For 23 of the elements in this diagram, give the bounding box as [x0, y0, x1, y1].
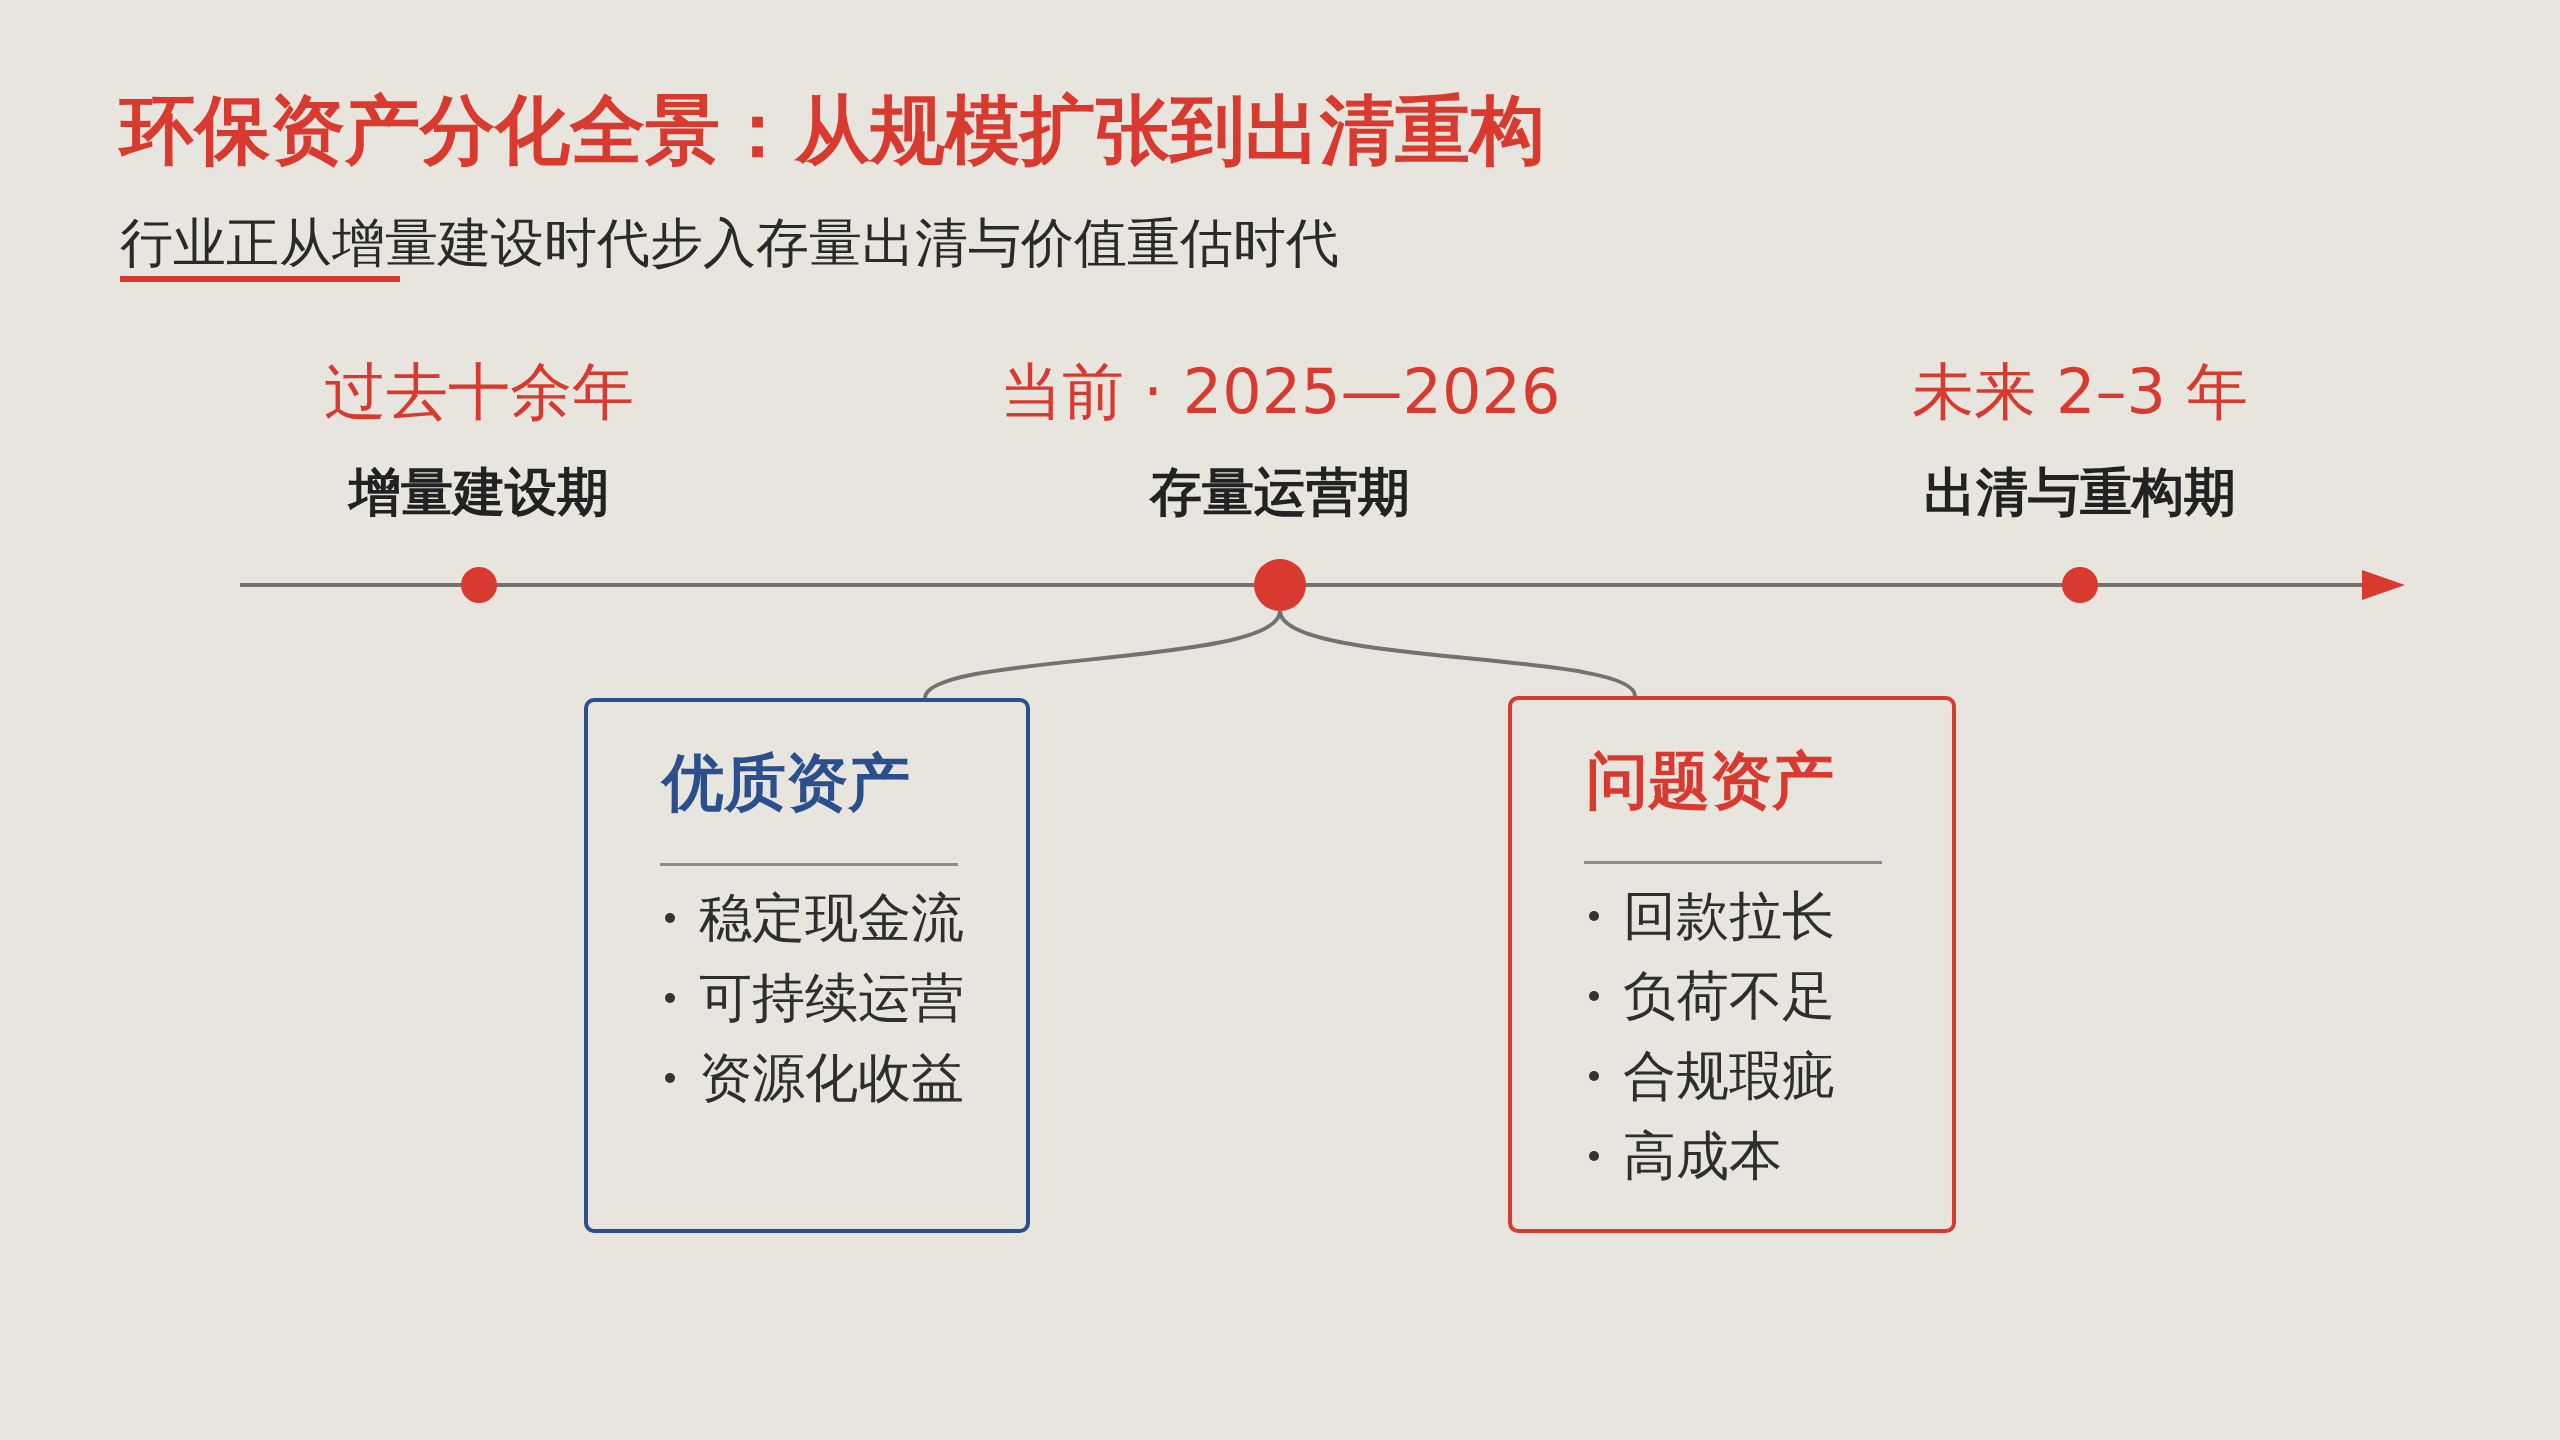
phase-name: 出清与重构期	[1924, 466, 2236, 518]
period-label: 未来 2–3 年	[1912, 361, 2248, 423]
list-item: 高成本	[1623, 1129, 1782, 1183]
phase-name: 存量运营期	[1150, 466, 1410, 518]
card-heading: 问题资产	[1586, 749, 1834, 813]
connector	[1278, 610, 1637, 698]
period-label: 当前 · 2025—2026	[999, 361, 1561, 423]
phase-name: 增量建设期	[349, 466, 609, 518]
list-item: 资源化收益	[699, 1051, 964, 1105]
card-heading: 优质资产	[662, 751, 910, 815]
asset-card	[1508, 696, 1956, 1233]
list-item: 负荷不足	[1623, 969, 1835, 1023]
timeline-dot	[2062, 567, 2098, 603]
timeline-dot	[461, 567, 497, 603]
list-item: 回款拉长	[1623, 889, 1835, 943]
list-item: 合规瑕疵	[1623, 1049, 1835, 1103]
timeline-dot	[1254, 559, 1306, 611]
list-item: 稳定现金流	[699, 891, 964, 945]
asset-card	[584, 698, 1030, 1233]
period-label: 过去十余年	[324, 361, 634, 423]
list-item: 可持续运营	[699, 971, 964, 1025]
subtitle: 行业正从增量建设时代步入存量出清与价值重估时代	[120, 215, 1339, 269]
title: 环保资产分化全景：从规模扩张到出清重构	[120, 93, 1545, 168]
